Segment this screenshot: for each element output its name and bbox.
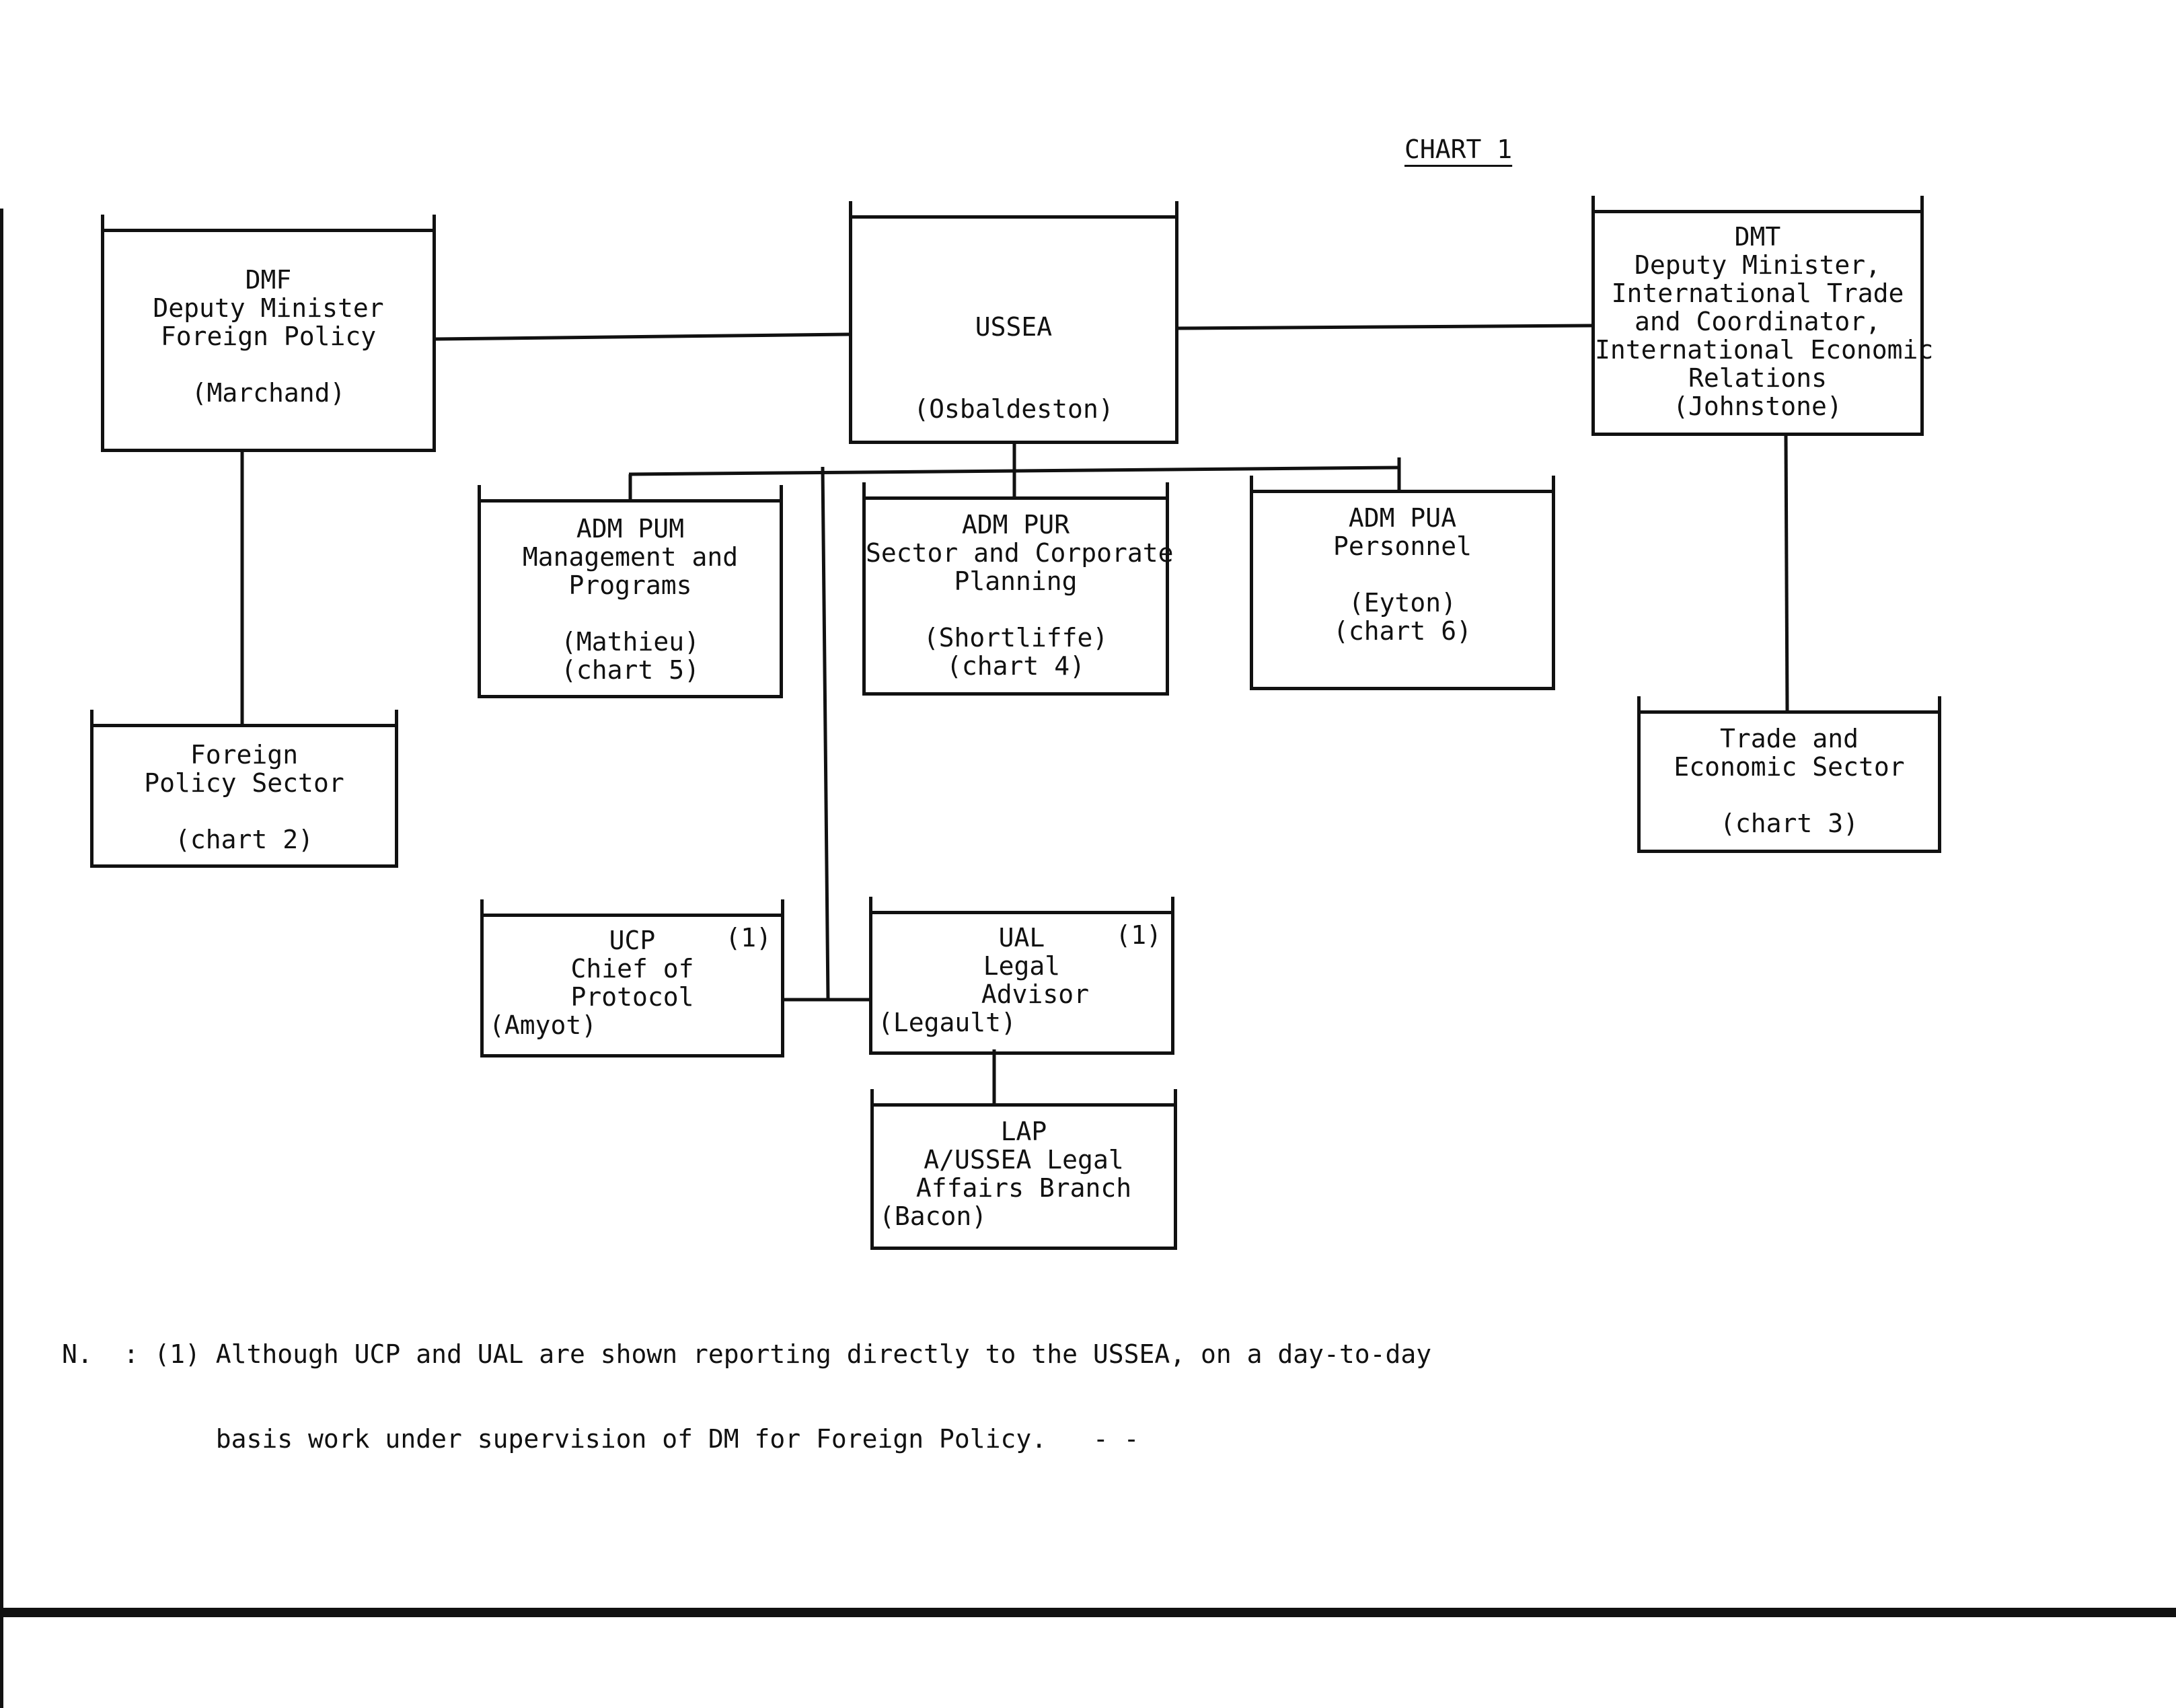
- adm-pua-line-5: (Eyton): [1348, 588, 1457, 618]
- ual-line-1: UAL: [998, 923, 1045, 953]
- adm-pum-line-2: Management and: [522, 542, 739, 572]
- connector-adm-bar: [628, 466, 1401, 476]
- adm-pum-line-1: ADM PUM: [576, 514, 685, 544]
- ussea-box: USSEA (Osbaldeston): [849, 201, 1178, 444]
- adm-pua-box: ADM PUA Personnel (Eyton) (chart 6): [1250, 476, 1555, 690]
- dmf-line-1: DMF: [245, 265, 292, 295]
- ussea-line-3: (Osbaldeston): [913, 394, 1114, 424]
- tes-line-2: Economic Sector: [1674, 752, 1905, 782]
- fps-line-3: [93, 797, 395, 825]
- dmf-line-3: Foreign Policy: [160, 322, 377, 351]
- dmt-line-5: International Economic: [1595, 335, 1934, 365]
- ual-line-3: Advisor: [981, 979, 1090, 1009]
- dmf-line-4: [104, 350, 433, 379]
- lap-line-2: A/USSEA Legal: [924, 1145, 1124, 1175]
- adm-pur-box: ADM PUR Sector and Corporate Planning (S…: [862, 482, 1174, 696]
- dmf-box: DMF Deputy Minister Foreign Policy (Marc…: [101, 215, 436, 452]
- lap-line-1: LAP: [1000, 1117, 1047, 1146]
- adm-pur-line-1: ADM PUR: [961, 510, 1070, 540]
- dmt-line-6: Relations: [1688, 363, 1827, 393]
- ucp-line-3: Protocol: [570, 982, 694, 1012]
- adm-pur-line-2: Sector and Corporate: [866, 538, 1174, 568]
- adm-pur-line-4: [866, 595, 1166, 624]
- tes-line-4: (chart 3): [1720, 809, 1859, 838]
- ucp-box: (1) UCP Chief of Protocol (Amyot): [480, 899, 784, 1057]
- foreign-policy-sector-box: Foreign Policy Sector (chart 2): [90, 710, 398, 868]
- ucp-line-2: Chief of: [570, 954, 694, 983]
- ual-footnote-ref: (1): [1115, 920, 1162, 950]
- lap-box: LAP A/USSEA Legal Affairs Branch (Bacon): [870, 1089, 1177, 1250]
- dmt-line-1: DMT: [1734, 222, 1781, 252]
- adm-pum-box: ADM PUM Management and Programs (Mathieu…: [478, 485, 783, 698]
- connector-staff-spine: [821, 466, 830, 1000]
- ucp-line-4: (Amyot): [489, 1010, 597, 1040]
- ual-line-4: (Legault): [878, 1008, 1016, 1037]
- adm-pua-line-3: [1253, 560, 1552, 589]
- lap-line-3: Affairs Branch: [915, 1173, 1132, 1203]
- connector-dmf-ussea: [435, 332, 850, 341]
- footnote-line-1: N. : (1) Although UCP and UAL are shown …: [62, 1339, 1432, 1369]
- connector-dmt-tes: [1784, 435, 1789, 711]
- dmf-line-2: Deputy Minister: [153, 293, 384, 323]
- adm-pum-line-5: (Mathieu): [561, 627, 700, 657]
- ussea-line-2: [852, 341, 1175, 395]
- adm-pum-line-3: Programs: [568, 570, 692, 600]
- ual-line-2: Legal: [983, 951, 1061, 981]
- adm-pum-line-6: (chart 5): [561, 655, 700, 685]
- dmt-line-4: and Coordinator,: [1634, 307, 1881, 336]
- footnote-line-2: basis work under supervision of DM for F…: [62, 1424, 1139, 1454]
- lap-line-4: (Bacon): [879, 1201, 987, 1231]
- dmt-line-2: Deputy Minister,: [1634, 250, 1881, 280]
- ucp-footnote-ref: (1): [725, 923, 772, 953]
- ussea-line-1: USSEA: [975, 312, 1053, 342]
- chart-title: CHART 1: [1404, 135, 1513, 164]
- page-binding-edge: [0, 209, 3, 1708]
- fps-line-4: (chart 2): [175, 825, 313, 854]
- adm-pum-line-4: [481, 599, 780, 628]
- adm-pua-line-2: Personnel: [1333, 531, 1472, 561]
- dmt-line-3: International Trade: [1611, 279, 1904, 308]
- ucp-line-1: UCP: [609, 926, 656, 955]
- adm-pua-line-1: ADM PUA: [1348, 503, 1457, 533]
- tes-line-1: Trade and: [1720, 724, 1859, 753]
- tes-line-3: [1641, 781, 1938, 809]
- dmt-box: DMT Deputy Minister, International Trade…: [1591, 196, 1934, 436]
- footnote: N. : (1) Although UCP and UAL are shown …: [62, 1284, 1431, 1510]
- dmt-line-7: (Johnstone): [1673, 392, 1842, 421]
- adm-pua-line-6: (chart 6): [1333, 616, 1472, 646]
- trade-economic-sector-box: Trade and Economic Sector (chart 3): [1637, 696, 1941, 853]
- adm-pur-line-3: Planning: [954, 566, 1078, 596]
- connector-ussea-dmt: [1178, 324, 1592, 330]
- page-bottom-rule: [0, 1608, 2176, 1617]
- adm-pur-line-6: (chart 4): [946, 651, 1085, 681]
- ual-box: (1) UAL Legal Advisor (Legault): [869, 897, 1174, 1055]
- fps-line-1: Foreign: [190, 740, 299, 770]
- fps-line-2: Policy Sector: [144, 768, 344, 798]
- dmf-line-5: (Marchand): [191, 378, 346, 408]
- adm-pur-line-5: (Shortliffe): [923, 623, 1109, 653]
